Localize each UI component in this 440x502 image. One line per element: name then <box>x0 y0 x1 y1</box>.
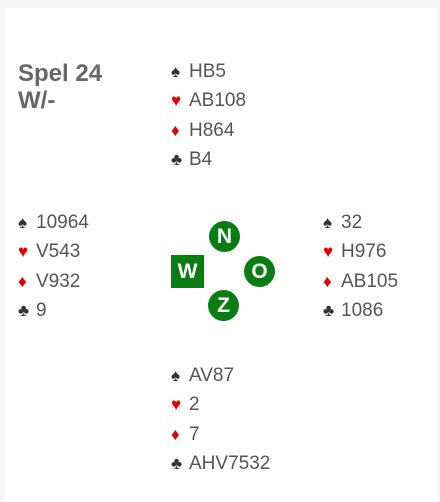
spade-icon: ♠ <box>18 213 28 232</box>
board-panel <box>5 8 438 502</box>
west-diamonds-row: ♦ V932 <box>18 267 89 296</box>
north-hearts-row: ♥ AB108 <box>171 86 246 115</box>
north-hearts: AB108 <box>189 90 247 112</box>
north-clubs-row: ♣ B4 <box>171 145 246 174</box>
seat-west-dealer: W <box>171 255 204 288</box>
east-hearts: H976 <box>341 241 387 263</box>
club-icon: ♣ <box>323 300 335 320</box>
board-header: Spel 24 W/- <box>18 60 102 114</box>
west-hearts-row: ♥ V543 <box>18 237 89 266</box>
heart-icon: ♥ <box>18 242 29 262</box>
east-diamonds-row: ♦ AB105 <box>323 267 398 296</box>
west-spades: 10964 <box>36 212 89 233</box>
west-diamonds: V932 <box>36 270 81 292</box>
diamond-icon: ♦ <box>171 424 180 444</box>
north-diamonds: H864 <box>189 119 235 141</box>
seat-south: Z <box>208 290 239 321</box>
south-hearts: 2 <box>189 394 200 416</box>
south-clubs: AHV7532 <box>189 452 271 474</box>
west-spades-row: ♠ 10964 <box>18 208 89 237</box>
compass: N W O Z <box>166 215 281 328</box>
west-hearts: V543 <box>36 241 81 263</box>
club-icon: ♣ <box>18 300 30 320</box>
diamond-icon: ♦ <box>18 271 27 291</box>
club-icon: ♣ <box>171 453 183 473</box>
south-spades-row: ♠ AV87 <box>171 361 270 390</box>
west-clubs-row: ♣ 9 <box>18 296 89 325</box>
spade-icon: ♠ <box>323 213 333 232</box>
hand-west: ♠ 10964 ♥ V543 ♦ V932 ♣ 9 <box>18 208 89 325</box>
seat-north: N <box>209 221 240 252</box>
heart-icon: ♥ <box>323 242 334 262</box>
east-hearts-row: ♥ H976 <box>323 237 398 266</box>
hand-south: ♠ AV87 ♥ 2 ♦ 7 ♣ AHV7532 <box>171 361 270 478</box>
hand-east: ♠ 32 ♥ H976 ♦ AB105 ♣ 1086 <box>323 208 398 325</box>
south-hearts-row: ♥ 2 <box>171 390 270 419</box>
south-clubs-row: ♣ AHV7532 <box>171 449 270 478</box>
east-clubs-row: ♣ 1086 <box>323 296 398 325</box>
heart-icon: ♥ <box>171 91 182 111</box>
heart-icon: ♥ <box>171 395 182 415</box>
east-spades: 32 <box>341 212 363 233</box>
south-diamonds-row: ♦ 7 <box>171 420 270 449</box>
spade-icon: ♠ <box>171 366 181 385</box>
spade-icon: ♠ <box>171 62 181 81</box>
seat-east: O <box>244 256 275 287</box>
north-spades: HB5 <box>189 61 226 82</box>
hand-north: ♠ HB5 ♥ AB108 ♦ H864 ♣ B4 <box>171 57 246 174</box>
club-icon: ♣ <box>171 149 183 169</box>
diamond-icon: ♦ <box>171 120 180 140</box>
north-diamonds-row: ♦ H864 <box>171 116 246 145</box>
board-title: Spel 24 <box>18 60 103 87</box>
north-spades-row: ♠ HB5 <box>171 57 246 86</box>
east-clubs: 1086 <box>341 299 384 321</box>
south-spades: AV87 <box>189 365 235 386</box>
east-diamonds: AB105 <box>341 270 399 292</box>
board-vulnerability: W/- <box>18 87 56 114</box>
diamond-icon: ♦ <box>323 271 332 291</box>
east-spades-row: ♠ 32 <box>323 208 398 237</box>
south-diamonds: 7 <box>189 423 200 445</box>
west-clubs: 9 <box>36 299 47 321</box>
north-clubs: B4 <box>189 148 213 170</box>
